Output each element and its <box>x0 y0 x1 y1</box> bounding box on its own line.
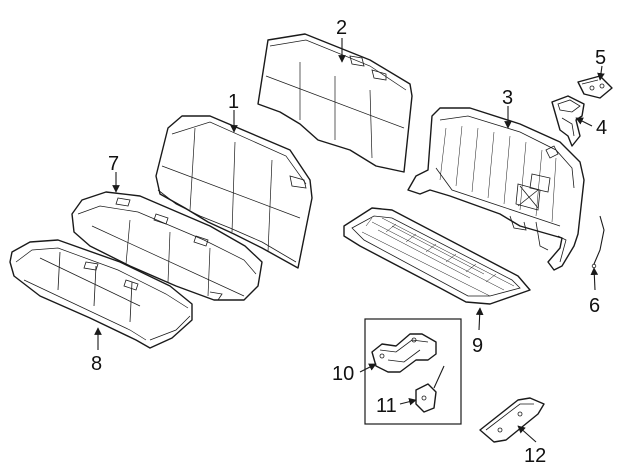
callout-5: 5 <box>595 47 606 69</box>
part-11-latch <box>415 365 445 413</box>
callout-3: 3 <box>502 87 513 109</box>
part-9-seat-pan <box>343 207 531 305</box>
callout-2: 2 <box>336 17 347 39</box>
callout-labels: 1 2 3 4 5 6 7 8 9 10 11 12 <box>91 17 607 467</box>
part-7-seat-cushion <box>71 191 263 301</box>
part-4-bracket <box>551 95 585 147</box>
part-2-seatback-upper <box>257 33 413 173</box>
part-12-rail-bracket <box>479 397 545 443</box>
callout-6: 6 <box>589 295 600 317</box>
part-10-bracket-assembly <box>371 333 437 373</box>
callout-4: 4 <box>596 117 607 139</box>
part-5-plate <box>577 75 613 99</box>
callout-9: 9 <box>472 335 483 357</box>
part-1-seatback-lower <box>155 115 313 269</box>
callout-7: 7 <box>108 153 119 175</box>
callout-1: 1 <box>228 91 239 113</box>
callout-10: 10 <box>332 363 354 385</box>
part-6-rod <box>591 215 605 269</box>
callout-11: 11 <box>376 395 397 417</box>
callout-8: 8 <box>91 353 102 375</box>
callout-12: 12 <box>524 445 546 467</box>
part-3-seatback-frame <box>407 107 585 271</box>
part-8-seat-base <box>9 239 193 349</box>
leader-lines <box>94 38 605 443</box>
